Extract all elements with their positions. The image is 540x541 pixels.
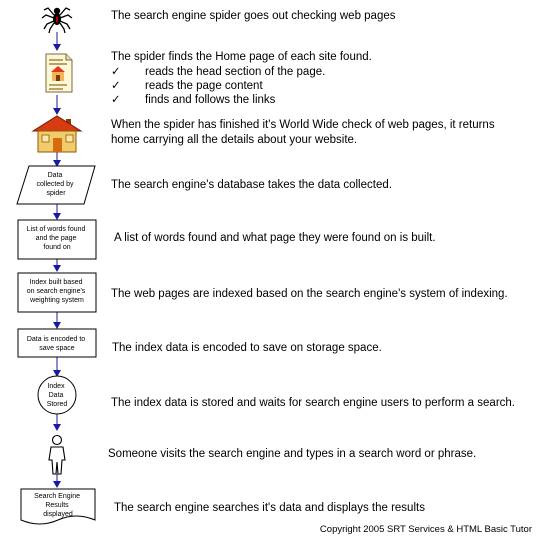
data-collected-label: Data collected by spider (37, 172, 76, 197)
step-9-text: Someone visits the search engine and typ… (108, 448, 477, 460)
web-page-icon (45, 53, 73, 93)
checkmark-icon: ✓ (111, 94, 121, 106)
index-built-node (17, 272, 97, 313)
checkmark-icon: ✓ (111, 80, 121, 92)
checkmark-icon: ✓ (111, 66, 121, 78)
step-3-text-line: When the spider has finished it's World … (111, 119, 495, 131)
step-6-text: The web pages are indexed based on the s… (111, 288, 508, 300)
house-icon (31, 115, 83, 153)
index-stored-label: Index Data Stored (47, 383, 68, 408)
data-collected-node (16, 165, 96, 205)
spider-icon (41, 7, 73, 34)
person-icon (48, 434, 66, 475)
index-stored-node (37, 375, 77, 415)
step-5-text: A list of words found and what page they… (114, 232, 436, 244)
step-10-text: The search engine searches it's data and… (114, 502, 425, 514)
index-built-label: Index built based on search engine's wei… (27, 279, 88, 304)
encoded-label: Data is encoded to save space (27, 336, 87, 352)
word-list-label: List of words found and the page found o… (27, 226, 88, 251)
word-list-node (17, 219, 97, 260)
step-4-text: The search engine's database takes the d… (111, 179, 392, 191)
results-node (20, 488, 96, 525)
step-2-text: The spider finds the Home page of each s… (111, 51, 372, 63)
step-7-text: The index data is encoded to save on sto… (112, 342, 382, 354)
copyright-notice: Copyright 2005 SRT Services & HTML Basic… (319, 524, 532, 535)
step-1-text: The search engine spider goes out checki… (111, 10, 396, 22)
results-label: Search Engine Results displayed (34, 493, 82, 518)
step-3-text-line: home carrying all the details about your… (111, 134, 358, 146)
step-8-text: The index data is stored and waits for s… (111, 397, 515, 409)
encoded-node (17, 328, 97, 358)
